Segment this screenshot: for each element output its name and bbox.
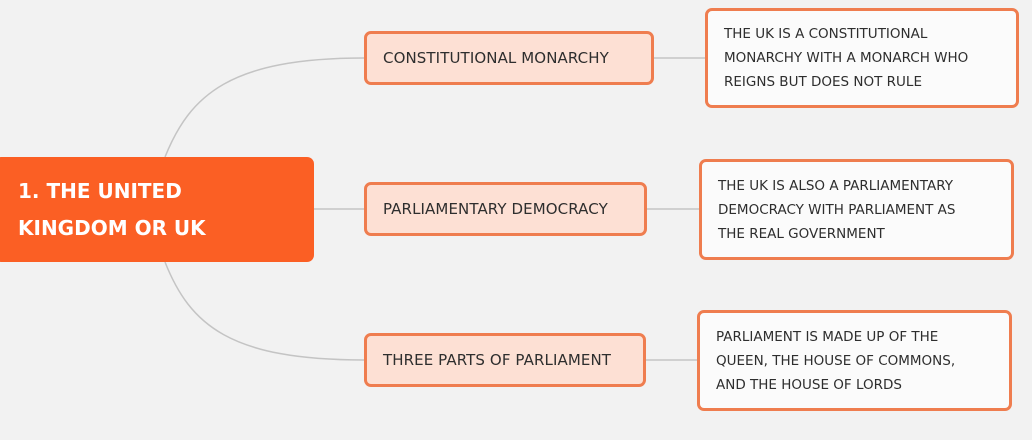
branch-node-label: PARLIAMENTARY DEMOCRACY [383, 200, 608, 218]
connector-root-to-branch-3 [164, 261, 365, 361]
root-node-label: 1. THE UNITED KINGDOM OR UK [18, 178, 206, 240]
branch-node-constitutional-monarchy[interactable]: CONSTITUTIONAL MONARCHY [364, 31, 654, 85]
detail-node-constitutional-monarchy[interactable]: THE UK IS A CONSTITUTIONAL MONARCHY WITH… [705, 8, 1019, 108]
detail-node-text: PARLIAMENT IS MADE UP OF THE QUEEN, THE … [716, 328, 956, 393]
connector-root-to-branch-1 [164, 57, 365, 158]
detail-node-parliamentary-democracy[interactable]: THE UK IS ALSO A PARLIAMENTARY DEMOCRACY… [699, 159, 1014, 260]
branch-node-label: THREE PARTS OF PARLIAMENT [383, 351, 612, 369]
detail-node-text: THE UK IS ALSO A PARLIAMENTARY DEMOCRACY… [718, 177, 956, 242]
detail-node-three-parts-of-parliament[interactable]: PARLIAMENT IS MADE UP OF THE QUEEN, THE … [697, 310, 1012, 411]
branch-node-three-parts-of-parliament[interactable]: THREE PARTS OF PARLIAMENT [364, 333, 646, 387]
branch-node-parliamentary-democracy[interactable]: PARLIAMENTARY DEMOCRACY [364, 182, 647, 236]
detail-node-text: THE UK IS A CONSTITUTIONAL MONARCHY WITH… [724, 26, 969, 90]
branch-node-label: CONSTITUTIONAL MONARCHY [383, 49, 609, 67]
root-node[interactable]: 1. THE UNITED KINGDOM OR UK [0, 157, 314, 262]
